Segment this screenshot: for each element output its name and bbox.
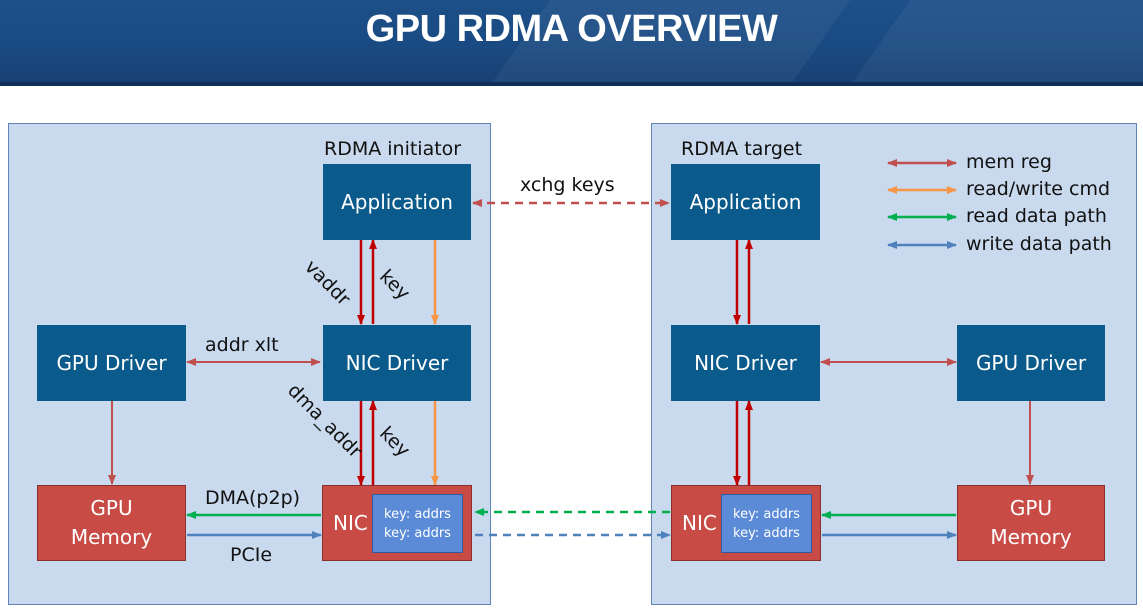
target-key-table: key: addrs key: addrs [721,494,812,553]
nic-label: NIC [682,510,717,535]
initiator-application: Application [323,164,471,240]
target-gpu-driver: GPU Driver [957,325,1105,401]
initiator-gpu-memory: GPU Memory [37,485,186,561]
target-nic-driver: NIC Driver [671,325,820,401]
addr-xlt-label: addr xlt [205,334,279,356]
title-banner [0,0,1143,86]
key-entry: key: addrs [733,525,800,541]
nic-label: NIC [333,510,368,535]
initiator-gpu-driver: GPU Driver [37,325,186,401]
initiator-key-table: key: addrs key: addrs [372,494,463,553]
initiator-heading: RDMA initiator [324,138,462,160]
gpu-memory-line1: GPU [1009,496,1053,520]
gpu-memory-line1: GPU [90,496,133,520]
gpu-memory-line2: Memory [990,525,1072,549]
key-entry: key: addrs [384,525,451,541]
gpu-memory-line2: Memory [70,525,153,549]
dma-p2p-label: DMA(p2p) [205,487,301,509]
legend-read-label: read data path [966,205,1107,227]
pcie-label: PCIe [230,544,273,566]
xchg-keys-label: xchg keys [520,174,615,196]
legend-mem-reg-label: mem reg [966,151,1052,173]
initiator-nic-driver: NIC Driver [323,325,471,401]
page-title: GPU RDMA OVERVIEW [365,8,778,50]
target-heading: RDMA target [681,138,803,160]
key-entry: key: addrs [733,506,800,522]
legend-cmd-label: read/write cmd [966,178,1111,200]
target-gpu-memory: GPU Memory [957,485,1105,561]
legend-write-label: write data path [966,233,1112,255]
target-application: Application [671,164,820,240]
banner-baseline [0,82,1143,86]
key-entry: key: addrs [384,506,451,522]
